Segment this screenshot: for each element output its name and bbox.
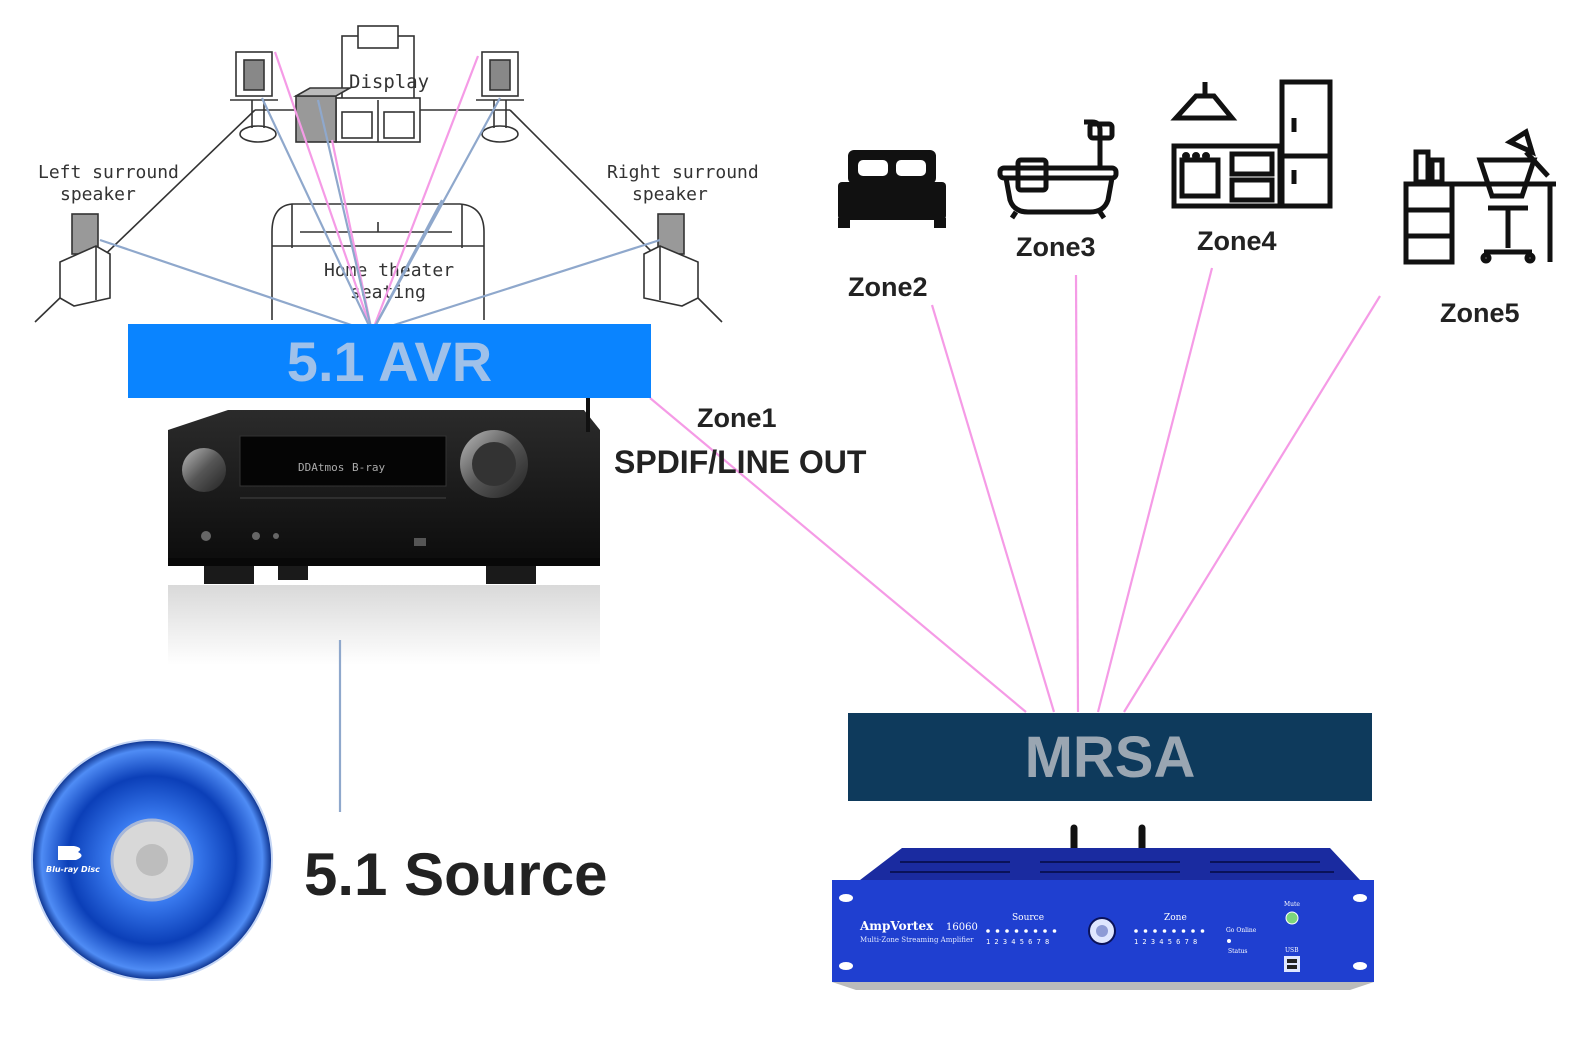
channel-led [986, 929, 990, 933]
bluray-disc-icon: Blu-ray Disc [31, 739, 273, 981]
avr-small-knob-icon [182, 448, 226, 492]
channel-led [1024, 929, 1028, 933]
channel-led [1005, 929, 1009, 933]
zone2-label: Zone2 [848, 272, 928, 302]
channel-led [1134, 929, 1138, 933]
zone-wires [930, 267, 1381, 713]
zone1-label: Zone1 [697, 403, 777, 433]
kitchen-icon [1170, 79, 1333, 209]
right-surround-label-2: speaker [632, 184, 708, 205]
mrsa-usb-port-icon [1284, 956, 1300, 972]
zone4-label: Zone4 [1197, 226, 1277, 256]
avr-label: 5.1 AVR [286, 329, 493, 393]
channel-led [995, 929, 1000, 933]
avr-banner: 5.1 AVR [128, 324, 651, 398]
channel-led [1033, 929, 1038, 933]
zone5-label: Zone5 [1440, 298, 1520, 328]
channel-led [1191, 929, 1195, 933]
mrsa-go-online-label: Go Online [1226, 927, 1257, 934]
display-label: Display [349, 71, 429, 93]
mrsa-model: 16060 [946, 922, 978, 933]
channel-led [1200, 929, 1205, 933]
display-icon: Display [335, 25, 429, 143]
mrsa-subtitle: Multi-Zone Streaming Amplifier [860, 936, 974, 944]
speaker-wires [99, 51, 661, 334]
channel-led [1181, 929, 1186, 933]
right-surround-speaker-icon [643, 213, 699, 307]
avr-screen-text-2: B-ray [352, 461, 385, 474]
channel-led [1153, 929, 1157, 933]
front-left-speaker-icon [230, 51, 278, 143]
source-label: 5.1 Source [304, 841, 608, 908]
mrsa-zone-numbers: 1 2 3 4 5 6 7 8 [1134, 938, 1197, 946]
home-theater-layout: Display Left [34, 25, 759, 323]
desk-icon [1403, 128, 1556, 265]
mrsa-source-group-label: Source [1012, 913, 1044, 923]
bed-icon [838, 150, 946, 228]
avr-unit: DDAtmos B-ray [168, 398, 600, 665]
mrsa-mute-label: Mute [1284, 901, 1300, 908]
right-surround-label: Right surround [607, 162, 759, 183]
avr-screen-text-1: DDAtmos [298, 461, 344, 474]
mrsa-brand: AmpVortex [859, 919, 934, 933]
channel-led [1052, 929, 1057, 933]
mrsa-banner: MRSA [848, 713, 1372, 801]
channel-led [1143, 929, 1148, 933]
mrsa-mute-button-icon [1285, 911, 1299, 925]
front-right-speaker-icon [476, 51, 524, 143]
left-surround-label: Left surround [38, 162, 179, 183]
left-surround-speaker-icon [59, 213, 111, 307]
spdif-line-out-label: SPDIF/LINE OUT [614, 444, 867, 480]
channel-led [1043, 929, 1047, 933]
channel-led [1172, 929, 1176, 933]
mrsa-source-numbers: 1 2 3 4 5 6 7 8 [986, 938, 1049, 946]
left-surround-label-2: speaker [60, 184, 136, 205]
mrsa-zone-group-label: Zone [1164, 913, 1187, 923]
mrsa-amplifier: AmpVortex 16060 Multi-Zone Streaming Amp… [832, 824, 1374, 990]
channel-led [1162, 929, 1167, 933]
mrsa-usb-label: USB [1285, 947, 1299, 954]
channel-led [1014, 929, 1019, 933]
mrsa-label: MRSA [1024, 724, 1196, 790]
mrsa-status-label: Status [1228, 948, 1247, 955]
bathtub-icon [997, 119, 1119, 220]
zone1-link [649, 397, 1027, 713]
disc-logo-text: Blu-ray Disc [46, 865, 100, 874]
zone3-label: Zone3 [1016, 232, 1096, 262]
